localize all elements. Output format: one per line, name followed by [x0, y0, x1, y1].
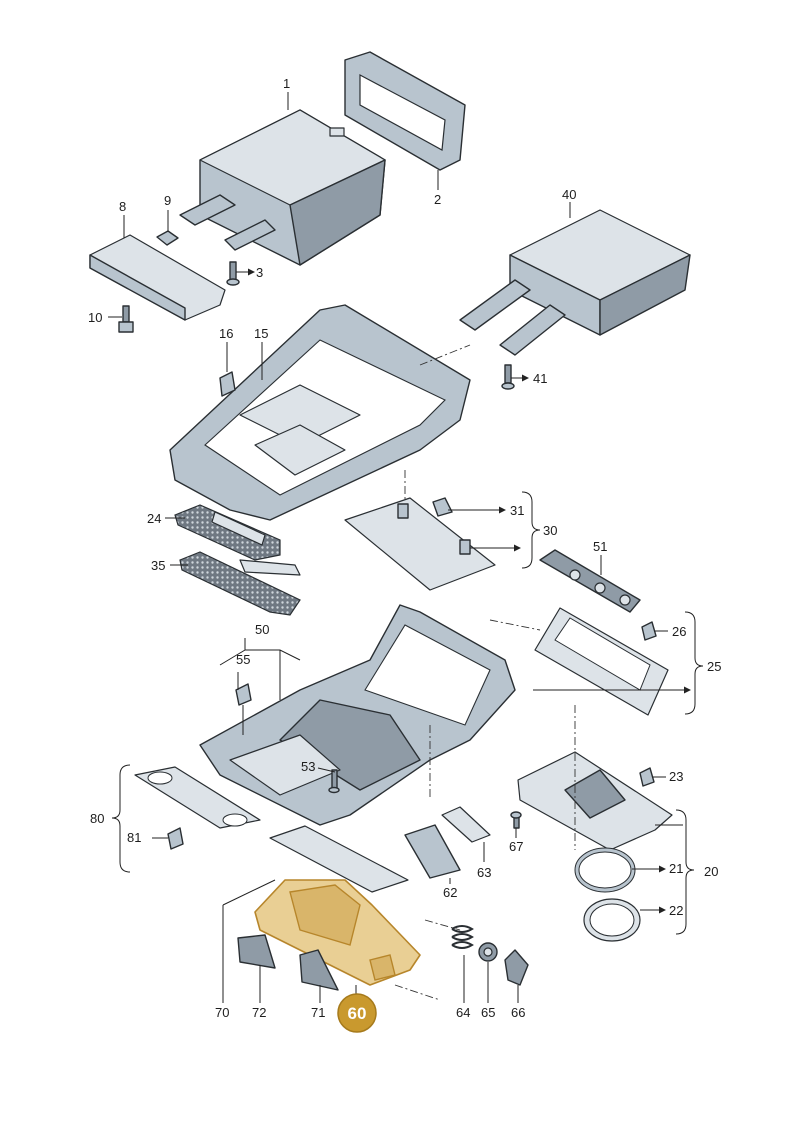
- callout-63: 63: [477, 865, 491, 880]
- callout-16: 16: [219, 326, 233, 341]
- part-50-console[interactable]: [199, 604, 516, 826]
- callout-23: 23: [669, 769, 683, 784]
- callout-2: 2: [434, 192, 441, 207]
- callout-24: 24: [147, 511, 161, 526]
- part-31-clip[interactable]: [432, 497, 453, 517]
- callout-3: 3: [256, 265, 263, 280]
- part-65-gear[interactable]: [478, 942, 498, 962]
- part-8-bracket[interactable]: [89, 234, 226, 321]
- part-30-plate[interactable]: [344, 497, 496, 591]
- group-braces: [111, 491, 704, 935]
- part-2-frame[interactable]: [344, 51, 466, 171]
- part-55-clip[interactable]: [235, 683, 252, 706]
- part-51-switch[interactable]: [539, 549, 641, 613]
- part-40-housing[interactable]: [459, 209, 691, 356]
- part-23-clip[interactable]: [639, 767, 655, 787]
- callout-20: 20: [704, 864, 718, 879]
- callout-8: 8: [119, 199, 126, 214]
- callout-64: 64: [456, 1005, 470, 1020]
- callout-55: 55: [236, 652, 250, 667]
- part-16-clip[interactable]: [219, 371, 236, 397]
- part-41-screw[interactable]: [501, 364, 515, 390]
- part-15-bezel[interactable]: [169, 304, 471, 521]
- callout-51: 51: [593, 539, 607, 554]
- callout-71: 71: [311, 1005, 325, 1020]
- callout-67: 67: [509, 839, 523, 854]
- callout-1: 1: [283, 76, 290, 91]
- callout-15: 15: [254, 326, 268, 341]
- callout-25: 25: [707, 659, 721, 674]
- callout-60-label: 60: [348, 1004, 367, 1023]
- part-63-plate[interactable]: [441, 806, 491, 843]
- callout-35: 35: [151, 558, 165, 573]
- part-21-ring[interactable]: [574, 847, 636, 893]
- part-26-clip[interactable]: [641, 621, 657, 641]
- callout-65: 65: [481, 1005, 495, 1020]
- callout-80: 80: [90, 811, 104, 826]
- callout-22: 22: [669, 903, 683, 918]
- part-25-frame[interactable]: [534, 607, 669, 716]
- part-9-clip[interactable]: [156, 230, 179, 246]
- callout-50: 50: [255, 622, 269, 637]
- callout-21: 21: [669, 861, 683, 876]
- callout-31: 31: [510, 503, 524, 518]
- part-70-mat[interactable]: [269, 825, 409, 893]
- part-24-grille[interactable]: [174, 504, 281, 561]
- part-66-knob[interactable]: [504, 949, 529, 986]
- callout-70: 70: [215, 1005, 229, 1020]
- callout-40: 40: [562, 187, 576, 202]
- part-3-screw[interactable]: [226, 261, 240, 286]
- part-20-module[interactable]: [517, 751, 673, 851]
- callout-30: 30: [543, 523, 557, 538]
- callout-26: 26: [672, 624, 686, 639]
- part-72-pad[interactable]: [237, 934, 276, 969]
- callout-62: 62: [443, 885, 457, 900]
- part-60-storage-box[interactable]: [254, 879, 421, 986]
- part-67-screw[interactable]: [510, 811, 522, 829]
- callout-labels: 1 2 3 8 9 10 40 41 15 16 24 35 31 30 51 …: [88, 76, 721, 1020]
- part-10-bolt[interactable]: [118, 305, 134, 333]
- callout-81: 81: [127, 830, 141, 845]
- part-22-lens[interactable]: [583, 898, 641, 942]
- callout-60-badge[interactable]: 60: [337, 993, 377, 1033]
- part-53-screw[interactable]: [328, 769, 340, 794]
- part-35-grille[interactable]: [179, 551, 301, 616]
- callout-10: 10: [88, 310, 102, 325]
- part-64-spring[interactable]: [451, 925, 474, 949]
- callout-72: 72: [252, 1005, 266, 1020]
- part-71-pad[interactable]: [299, 949, 339, 991]
- callout-66: 66: [511, 1005, 525, 1020]
- part-81-clip[interactable]: [167, 827, 184, 850]
- callout-9: 9: [164, 193, 171, 208]
- part-80-gasket[interactable]: [134, 766, 261, 829]
- part-1-housing[interactable]: [179, 109, 386, 266]
- leader-lines: [108, 92, 668, 1003]
- part-62-bracket[interactable]: [404, 824, 461, 879]
- callout-41: 41: [533, 371, 547, 386]
- callout-53: 53: [301, 759, 315, 774]
